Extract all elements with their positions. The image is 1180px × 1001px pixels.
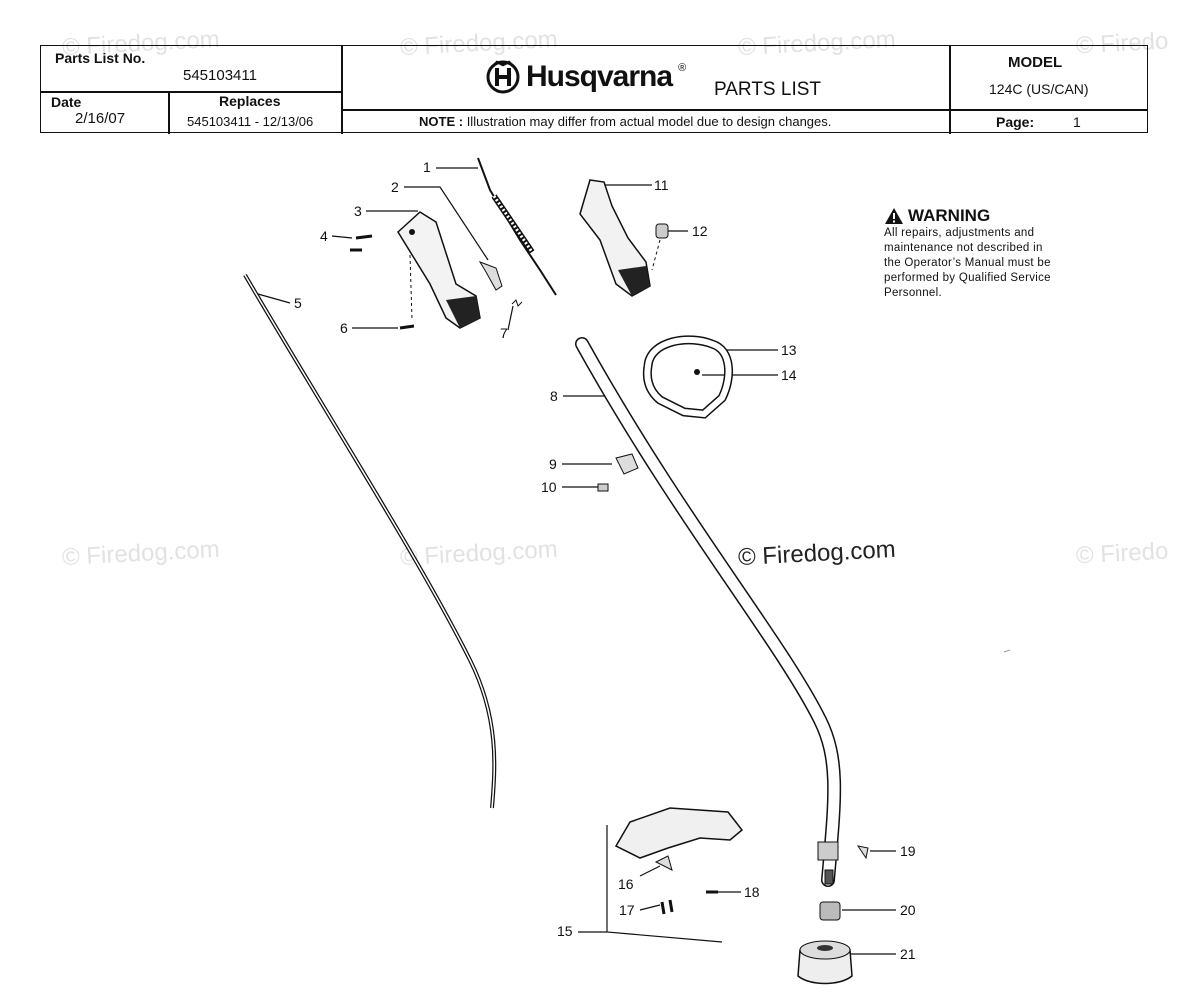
parts-list-title: PARTS LIST	[714, 79, 821, 100]
callout-4: 4	[320, 228, 328, 244]
leader-line-7	[507, 305, 514, 331]
callout-18: 18	[744, 884, 760, 900]
callout-15: 15	[557, 923, 573, 939]
warning-line: Personnel.	[884, 287, 942, 299]
husqvarna-logo: Husqvarna ®	[486, 60, 686, 94]
drive-shaft-part	[243, 273, 497, 809]
callout-6: 6	[340, 320, 348, 336]
parts-list-no: 545103411	[183, 67, 257, 84]
spring-part	[511, 299, 523, 307]
callout-10: 10	[541, 479, 557, 495]
note-label: NOTE :	[419, 114, 464, 129]
callout-2: 2	[391, 179, 399, 195]
callout-16: 16	[618, 876, 634, 892]
note: NOTE : Illustration may differ from actu…	[419, 114, 831, 129]
callout-19: 19	[900, 843, 916, 859]
warning-line: the Operator’s Manual must be	[884, 257, 1051, 269]
trimmer-head-part	[797, 949, 853, 985]
callout-17: 17	[619, 902, 635, 918]
date-label: Date	[51, 94, 82, 110]
callout-21: 21	[900, 946, 916, 962]
wing-screw-part	[856, 845, 869, 860]
crown-h-icon	[486, 60, 520, 94]
callout-11: 11	[654, 177, 669, 193]
model-value: 124C (US/CAN)	[989, 81, 1089, 97]
leader-line-17	[639, 904, 661, 911]
screw-part-6	[399, 324, 415, 330]
screw-part-4	[355, 234, 373, 240]
shaft-tube-part	[575, 337, 842, 887]
leader-line-16	[639, 865, 661, 877]
callout-20: 20	[900, 902, 916, 918]
warning-line: performed by Qualified Service	[884, 272, 1051, 284]
nut-part	[655, 223, 669, 239]
callout-7: 7	[500, 325, 508, 341]
model-label: MODEL	[1008, 54, 1063, 71]
callout-3: 3	[354, 203, 362, 219]
knob-part	[615, 453, 639, 475]
callout-8: 8	[550, 388, 558, 404]
callout-9: 9	[549, 456, 557, 472]
callout-14: 14	[781, 367, 797, 383]
page-number: 1	[1073, 114, 1081, 130]
callout-13: 13	[781, 342, 797, 358]
leader-line-2	[404, 186, 489, 261]
leader-line-5	[257, 293, 291, 304]
date-value: 2/16/07	[75, 110, 126, 127]
guard-part	[614, 807, 744, 859]
replaces-value: 545103411 - 12/13/06	[187, 114, 314, 129]
page-label: Page:	[996, 114, 1035, 130]
brand-name: Husqvarna	[526, 60, 673, 93]
spool-nut-part	[819, 901, 841, 921]
callout-1: 1	[423, 159, 431, 175]
registered-mark: ®	[678, 62, 687, 74]
warning-triangle-icon	[885, 208, 903, 224]
throttle-trigger-part	[478, 261, 503, 291]
header-table: Parts List No. 545103411 Date 2/16/07 Re…	[40, 45, 1148, 134]
warning-line: All repairs, adjustments and	[884, 227, 1035, 239]
callout-5: 5	[294, 295, 302, 311]
bolt-part	[597, 483, 609, 492]
warning-title: WARNING	[908, 206, 991, 225]
warning-line: maintenance not described in	[884, 242, 1043, 254]
replaces-label: Replaces	[219, 93, 281, 109]
clamp-part	[817, 841, 839, 861]
screw-part-17	[660, 901, 666, 915]
parts-list-no-label: Parts List No.	[55, 50, 146, 66]
screw-part-14	[694, 369, 700, 375]
throttle-cable-part	[477, 157, 557, 296]
note-text: Illustration may differ from actual mode…	[466, 114, 832, 129]
callout-12: 12	[692, 223, 708, 239]
warning-title-row: WARNING	[884, 206, 1084, 226]
leader-line-4	[331, 235, 353, 239]
warning-box: WARNING All repairs, adjustments and mai…	[884, 206, 1084, 301]
